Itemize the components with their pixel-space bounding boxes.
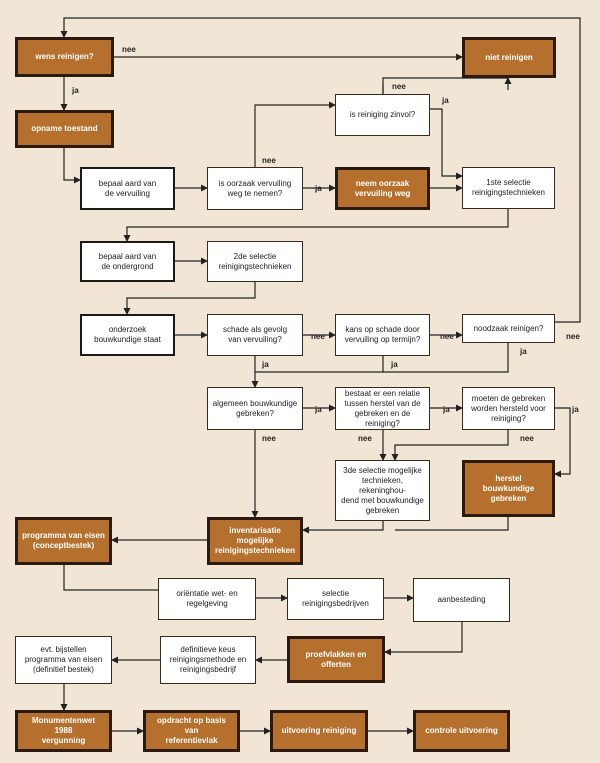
node-herstel-bouwkundige-gebreken: herstel bouwkundige gebreken — [462, 460, 555, 517]
node-kans-op-schade: kans op schade door vervuiling op termij… — [335, 314, 430, 356]
node-definitieve-keus: definitieve keus reinigingsmethode en re… — [160, 636, 256, 684]
node-inventarisatie-technieken: inventarisatie mogelijke reinigingstechn… — [207, 517, 303, 565]
label-oorzaak-nee: nee — [262, 156, 276, 165]
node-moeten-gebreken-hersteld: moeten de gebreken worden hersteld voor … — [462, 387, 555, 430]
node-opdracht-referentievlak: opdracht op basis van referentievlak — [143, 710, 240, 752]
edge-moeten-herstel — [554, 407, 571, 478]
label-moeten-ja: ja — [572, 405, 579, 414]
label-wens-nee: nee — [122, 45, 136, 54]
node-controle-uitvoering: controle uitvoering — [413, 710, 510, 752]
node-monumentenwet-vergunning: Monumentenwet 1988 vergunning — [15, 710, 112, 752]
node-is-oorzaak-weg-te-nemen: is oorzaak vervuiling weg te nemen? — [207, 167, 303, 210]
edge-herstel-inventarisatie — [395, 517, 509, 531]
label-zinvol-ja: ja — [442, 96, 449, 105]
label-wens-ja: ja — [72, 86, 79, 95]
label-relatie-nee: nee — [358, 434, 372, 443]
edge-2de-onderzoek — [123, 282, 256, 315]
edge-kans-merge — [255, 356, 384, 373]
node-neem-oorzaak-weg: neem oorzaak vervuiling weg — [335, 167, 430, 210]
label-schade-nee: nee — [311, 332, 325, 341]
node-selectie-reinigingsbedrijven: selectie reinigingsbedrijven — [287, 578, 384, 620]
node-niet-reinigen: niet reinigen — [462, 37, 556, 78]
edge-1ste-ondergrond — [123, 209, 509, 242]
node-is-reiniging-zinvol: is reiniging zinvol? — [335, 94, 430, 136]
node-programma-van-eisen: programma van eisen (conceptbestek) — [15, 517, 112, 565]
edge-programma-orientatie — [60, 559, 158, 591]
node-bepaal-aard-ondergrond: bepaal aard van de ondergrond — [80, 241, 175, 282]
node-algemeen-bouwkundige-gebreken: algemeen bouwkundige gebreken? — [207, 387, 303, 430]
label-algemeen-ja: ja — [315, 405, 322, 414]
node-2de-selectie: 2de selectie reinigingstechnieken — [207, 241, 303, 282]
label-noodzaak-ja: ja — [520, 347, 527, 356]
edge-aanbesteding-proefvlakken — [384, 622, 463, 656]
node-bepaal-aard-vervuiling: bepaal aard van de vervuiling — [80, 167, 175, 210]
node-orientatie-wet-regelgeving: oriëntatie wet- en regelgeving — [158, 578, 256, 620]
node-aanbesteding: aanbesteding — [413, 578, 510, 622]
edge-opname-vervuiling — [63, 148, 81, 184]
edge-noodzaak-merge — [383, 343, 509, 373]
node-onderzoek-bouwkundige-staat: onderzoek bouwkundige staat — [80, 314, 175, 356]
label-noodzaak-nee: nee — [566, 332, 580, 341]
label-kans-ja: ja — [391, 360, 398, 369]
node-1ste-selectie: 1ste selectie reinigingstechnieken — [462, 167, 555, 209]
edge-moeten-3de — [391, 430, 509, 461]
edge-loop-top — [60, 17, 581, 323]
node-uitvoering-reiniging: uitvoering reiniging — [270, 710, 368, 752]
edge-zinvol-1ste — [430, 108, 463, 180]
node-proefvlakken-offerten: proefvlakken en offerten — [287, 636, 385, 683]
node-opname-toestand: opname toestand — [15, 110, 114, 148]
node-noodzaak-reinigen: noodzaak reinigen? — [462, 314, 555, 343]
label-zinvol-nee: nee — [392, 82, 406, 91]
label-relatie-ja: ja — [443, 405, 450, 414]
node-bijstellen-programma: evt. bijstellen programma van eisen (def… — [15, 636, 112, 684]
node-schade-als-gevolg: schade als gevolg van vervuiling? — [207, 314, 303, 356]
label-algemeen-nee: nee — [262, 434, 276, 443]
node-bestaat-relatie: bestaat er een relatie tussen herstel va… — [335, 387, 430, 430]
node-3de-selectie: 3de selectie mogelijke technieken, reken… — [335, 460, 430, 521]
node-wens-reinigen: wens reinigen? — [15, 37, 114, 77]
edge-3de-inventarisatie — [302, 521, 384, 534]
label-oorzaak-ja: ja — [315, 184, 322, 193]
label-kans-nee: nee — [440, 332, 454, 341]
edge-oorzaak-zinvol — [254, 101, 336, 167]
label-moeten-nee: nee — [520, 434, 534, 443]
label-schade-ja: ja — [262, 360, 269, 369]
